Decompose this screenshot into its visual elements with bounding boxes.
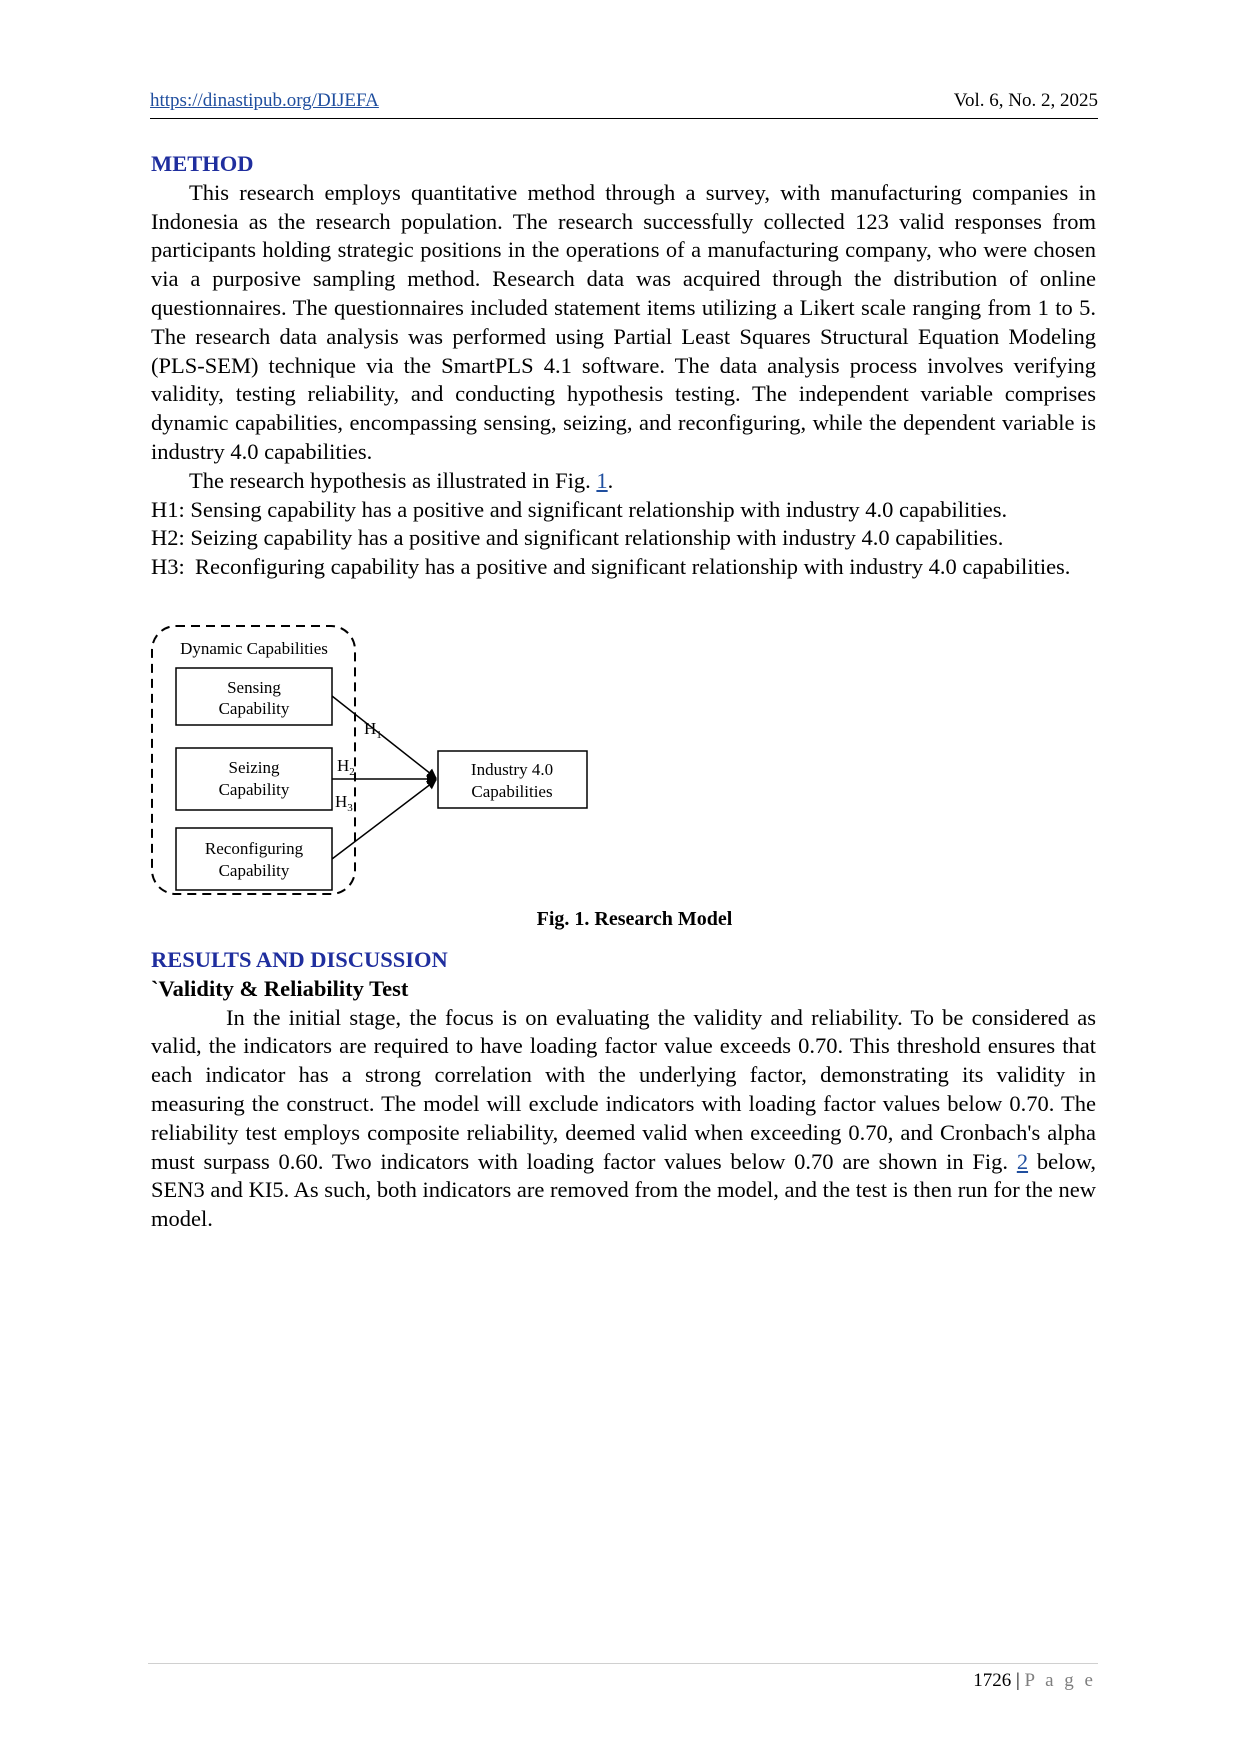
industry-label-line2: Capabilities <box>471 782 552 801</box>
hypothesis-text: Sensing capability has a positive and si… <box>190 496 1008 522</box>
seizing-capability-box <box>175 747 333 811</box>
fig2-reference-link[interactable]: 2 <box>1016 1148 1029 1174</box>
hypothesis-label: H2: <box>151 525 185 551</box>
h1-label: H1 <box>364 719 382 741</box>
results-heading: RESULTS AND DISCUSSION <box>151 946 448 972</box>
hypothesis-h2: H2: Seizing capability has a positive an… <box>151 524 1096 553</box>
hypothesis-h3: H3: Reconfiguring capability has a positi… <box>151 553 1096 582</box>
hypothesis-intro: The research hypothesis as illustrated i… <box>151 467 1096 496</box>
hypothesis-intro-end: . <box>607 467 614 493</box>
group-label: Dynamic Capabilities <box>180 639 328 658</box>
validity-subheading: `Validity & Reliability Test <box>151 975 409 1001</box>
method-paragraph: This research employs quantitative metho… <box>151 179 1096 464</box>
industry-label-line1: Industry 4.0 <box>471 760 553 779</box>
hypothesis-label: H3: <box>151 554 185 580</box>
h1-arrow <box>331 695 437 779</box>
hypothesis-text: Seizing capability has a positive and si… <box>190 525 1004 551</box>
footer-divider <box>148 1663 1098 1664</box>
industry-4-capabilities-box <box>437 750 588 809</box>
journal-url-link[interactable]: https://dinastipub.org/DIJEFA <box>150 90 379 111</box>
h3-arrow <box>331 779 437 860</box>
seizing-label-line2: Capability <box>219 780 290 799</box>
results-paragraph: In the initial stage, the focus is on ev… <box>151 1004 1096 1234</box>
results-paragraph-end: below, SEN3 and KI5. As such, both indic… <box>151 1148 1096 1232</box>
reconfiguring-label-line2: Capability <box>219 861 290 880</box>
reconfiguring-capability-box <box>175 827 333 891</box>
reconfiguring-label-line1: Reconfiguring <box>205 839 304 858</box>
fig1-reference-link[interactable]: 1 <box>596 467 608 493</box>
figure-caption: Fig. 1. Research Model <box>536 907 733 930</box>
spacer <box>151 932 1096 946</box>
page-separator: | <box>1011 1670 1025 1691</box>
hypothesis-intro-text: The research hypothesis as illustrated i… <box>189 467 597 493</box>
dynamic-capabilities-group-border <box>151 624 356 895</box>
main-content: METHOD This research employs quantitativ… <box>151 150 1096 1234</box>
page-header: https://dinastipub.org/DIJEFA Vol. 6, No… <box>150 88 1098 119</box>
sensing-capability-box <box>175 667 333 726</box>
sensing-label-line2: Capability <box>219 699 290 718</box>
volume-info: Vol. 6, No. 2, 2025 <box>953 90 1098 111</box>
seizing-label-line1: Seizing <box>229 758 280 777</box>
h3-label: H3 <box>335 792 353 814</box>
hypothesis-label: H1: <box>151 496 185 522</box>
page-word: P a g e <box>1024 1670 1096 1691</box>
method-heading: METHOD <box>151 151 254 176</box>
hypothesis-h1: H1: Sensing capability has a positive an… <box>151 496 1096 525</box>
hypothesis-text: Reconfiguring capability has a positive … <box>195 554 1071 580</box>
page-footer: 1726 | P a g e <box>973 1670 1096 1692</box>
sensing-label-line1: Sensing <box>227 678 281 697</box>
research-model-figure: Dynamic Capabilities Sensing Capability … <box>151 608 1096 900</box>
research-model-diagram: Dynamic Capabilities Sensing Capability … <box>151 624 588 895</box>
page-number: 1726 <box>973 1670 1012 1691</box>
h2-label: H2 <box>337 756 355 778</box>
results-paragraph-start: In the initial stage, the focus is on ev… <box>151 1004 1096 1174</box>
group-label-bg <box>165 637 343 660</box>
